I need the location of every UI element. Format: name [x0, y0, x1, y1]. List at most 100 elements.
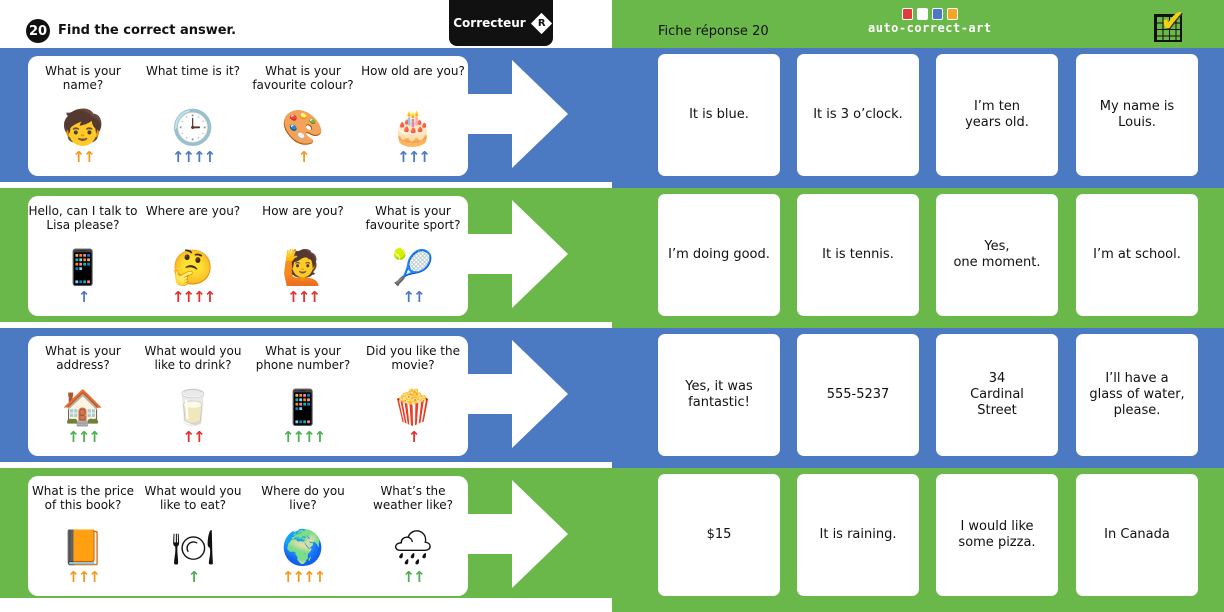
right-arrow-icon [468, 200, 568, 308]
correcteur-tab[interactable]: Correcteur R [449, 0, 553, 46]
question-item[interactable]: What is your favourite colour? 🎨↑ [248, 56, 358, 176]
house-icon: 🏠 [61, 388, 105, 428]
waving-girl-icon: 🙋 [281, 248, 325, 288]
answer-card[interactable]: Yes, one moment. [936, 194, 1058, 316]
question-text: What is your address? [45, 344, 121, 372]
brand-block [916, 8, 928, 20]
answer-card[interactable]: 555-5237 [797, 334, 919, 456]
up-arrows-icon: ↑↑↑ [67, 568, 101, 586]
question-item[interactable]: What is your name?🧒↑↑ [28, 56, 138, 176]
question-row: What is your address?🏠↑↑↑What would you … [0, 328, 612, 462]
r-badge-letter: R [537, 17, 546, 29]
plate-and-cutlery-icon: 🍽 [171, 528, 215, 568]
globe-icon: 🌍 [281, 528, 325, 568]
instruction-text: Find the correct answer. [58, 23, 237, 38]
answer-row: I’m doing good.It is tennis.Yes, one mom… [612, 188, 1224, 328]
question-text: Did you like the movie? [366, 344, 460, 372]
question-text: What is the price of this book? [31, 484, 135, 512]
question-item[interactable]: Did you like the movie? 🍿↑ [358, 336, 468, 456]
answer-card[interactable]: It is tennis. [797, 194, 919, 316]
up-arrows-icon: ↑↑↑↑ [281, 428, 326, 446]
question-item[interactable]: How are you? 🙋↑↑↑ [248, 196, 358, 316]
question-text: How are you? [262, 204, 344, 218]
up-arrows-icon: ↑↑↑↑ [171, 148, 216, 166]
answer-card[interactable]: It is raining. [797, 474, 919, 596]
answer-card[interactable]: Yes, it was fantastic! [658, 334, 780, 456]
glass-of-water-icon: 🥛 [171, 388, 215, 428]
popcorn-icon: 🍿 [391, 388, 435, 428]
question-text: What is your name? [45, 64, 121, 92]
palette-icon: 🎨 [281, 108, 325, 148]
brand-block [901, 8, 913, 20]
answer-sheet-header: Fiche réponse 20 auto-correct-art ✔ [612, 0, 1224, 48]
brand-logo: auto-correct-art [868, 8, 992, 35]
confused-man-icon: 🤔 [171, 248, 215, 288]
up-arrows-icon: ↑ [407, 428, 421, 446]
question-card: What is your address?🏠↑↑↑What would you … [28, 336, 468, 456]
birthday-cake-icon: 🎂 [391, 108, 435, 148]
right-arrow-icon [468, 340, 568, 448]
answer-card[interactable]: 34 Cardinal Street [936, 334, 1058, 456]
question-text: What’s the weather like? [373, 484, 453, 512]
checkmark-icon: ✔ [1160, 4, 1186, 39]
right-arrow-icon [468, 60, 568, 168]
brand-block [946, 8, 958, 20]
question-item[interactable]: What is your favourite sport?🎾↑↑ [358, 196, 468, 316]
question-text: Where do you live? [261, 484, 345, 512]
answer-row: It is blue.It is 3 o’clock.I’m ten years… [612, 48, 1224, 188]
brand-text: auto-correct-art [868, 21, 992, 35]
answer-card[interactable]: I would like some pizza. [936, 474, 1058, 596]
question-item[interactable]: What would you like to eat?🍽↑ [138, 476, 248, 596]
question-item[interactable]: Where do you live? 🌍↑↑↑↑ [248, 476, 358, 596]
right-arrow-icon [468, 480, 568, 588]
question-text: Where are you? [145, 204, 241, 218]
exercise-number-badge: 20 [26, 19, 50, 43]
up-arrows-icon: ↑ [297, 148, 311, 166]
book-and-cash-register-icon: 📙 [61, 528, 105, 568]
question-text: What is your favourite colour? [252, 64, 354, 92]
up-arrows-icon: ↑↑↑ [397, 148, 431, 166]
question-item[interactable]: What’s the weather like?🌧↑↑ [358, 476, 468, 596]
question-item[interactable]: Hello, can I talk to Lisa please?📱↑ [28, 196, 138, 316]
answer-card[interactable]: I’m doing good. [658, 194, 780, 316]
question-row: What is your name?🧒↑↑What time is it?🕒↑↑… [0, 48, 612, 182]
answer-card[interactable]: $15 [658, 474, 780, 596]
question-item[interactable]: What time is it?🕒↑↑↑↑ [138, 56, 248, 176]
answer-card[interactable]: I’m at school. [1076, 194, 1198, 316]
up-arrows-icon: ↑↑ [182, 428, 205, 446]
question-text: Hello, can I talk to Lisa please? [28, 204, 138, 232]
question-text: How old are you? [361, 64, 465, 78]
question-item[interactable]: What is your address? 🏠↑↑↑ [28, 336, 138, 456]
grid-icon [1154, 14, 1182, 42]
question-item[interactable]: What is the price of this book? 📙↑↑↑ [28, 476, 138, 596]
brand-block [931, 8, 943, 20]
up-arrows-icon: ↑↑ [402, 288, 425, 306]
question-text: What is your phone number? [255, 344, 351, 372]
question-item[interactable]: What is your phone number? 📱↑↑↑↑ [248, 336, 358, 456]
question-item[interactable]: What would you like to drink?🥛↑↑ [138, 336, 248, 456]
answer-sheet-title: Fiche réponse 20 [658, 24, 769, 39]
question-row: Hello, can I talk to Lisa please?📱↑Where… [0, 188, 612, 322]
up-arrows-icon: ↑↑↑ [67, 428, 101, 446]
brand-blocks [868, 8, 992, 20]
answer-card[interactable]: I’ll have a glass of water, please. [1076, 334, 1198, 456]
answer-card[interactable]: It is blue. [658, 54, 780, 176]
question-row: What is the price of this book?📙↑↑↑What … [0, 468, 612, 598]
question-card: What is your name?🧒↑↑What time is it?🕒↑↑… [28, 56, 468, 176]
answer-card[interactable]: It is 3 o’clock. [797, 54, 919, 176]
tennis-racket-icon: 🎾 [391, 248, 435, 288]
up-arrows-icon: ↑↑ [72, 148, 95, 166]
smartphone-icon: 📱 [281, 388, 325, 428]
r-diamond-icon: R [530, 12, 552, 34]
question-item[interactable]: How old are you? 🎂↑↑↑ [358, 56, 468, 176]
correcteur-label: Correcteur [453, 16, 526, 30]
up-arrows-icon: ↑↑↑ [287, 288, 321, 306]
question-item[interactable]: Where are you? 🤔↑↑↑↑ [138, 196, 248, 316]
answer-card[interactable]: In Canada [1076, 474, 1198, 596]
answer-card[interactable]: My name is Louis. [1076, 54, 1198, 176]
answer-card[interactable]: I’m ten years old. [936, 54, 1058, 176]
up-arrows-icon: ↑↑↑↑ [281, 568, 326, 586]
up-arrows-icon: ↑↑↑↑ [171, 288, 216, 306]
